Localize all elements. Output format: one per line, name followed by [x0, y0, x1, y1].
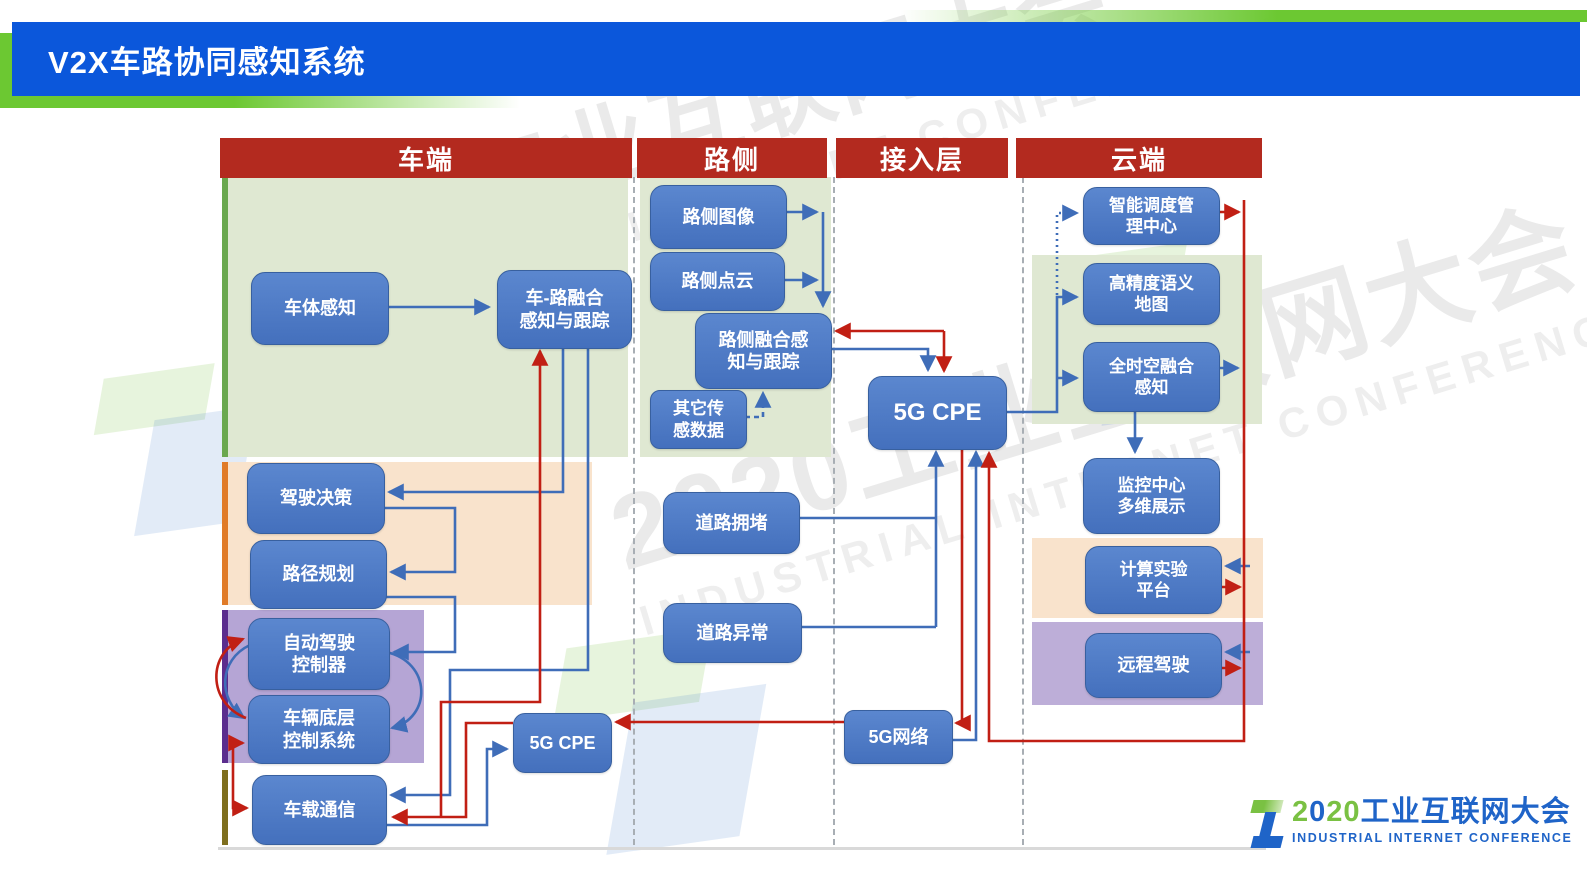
top-green-accent-strip — [900, 10, 1587, 22]
column-separator — [1022, 177, 1024, 845]
title-bar: V2X车路协同感知系统 — [12, 22, 1580, 96]
node-vehicle-low-level-control: 车辆底层 控制系统 — [248, 695, 390, 764]
left-green-accent-bar — [0, 96, 520, 108]
logo-cn-text: 工业互联网大会 — [1360, 796, 1571, 828]
node-road-anomaly: 道路异常 — [663, 603, 802, 663]
node-monitor-center: 监控中心 多维展示 — [1083, 458, 1220, 534]
column-header-cloud: 云端 — [1016, 138, 1262, 178]
logo-en-text: INDUSTRIAL INTERNET CONFERENCE — [1292, 831, 1573, 845]
node-roadside-pointcloud: 路侧点云 — [650, 252, 785, 311]
column-separator — [833, 177, 835, 845]
node-remote-driving: 远程驾驶 — [1085, 633, 1222, 698]
conference-logo-text: 2020工业互联网大会 INDUSTRIAL INTERNET CONFEREN… — [1292, 796, 1573, 846]
orange-stripe — [222, 462, 228, 605]
node-vehicle-perception: 车体感知 — [251, 272, 389, 345]
node-roadside-image: 路侧图像 — [650, 185, 787, 249]
left-green-accent-block — [0, 33, 13, 107]
green-stripe — [222, 177, 228, 457]
node-hd-map: 高精度语义 地图 — [1083, 263, 1220, 325]
node-ad-controller: 自动驾驶 控制器 — [248, 618, 390, 690]
node-vehicle-5g-cpe: 5G CPE — [513, 713, 612, 773]
node-dispatch-center: 智能调度管 理中心 — [1083, 187, 1220, 245]
conference-logo-icon — [1250, 798, 1292, 850]
node-computing-platform: 计算实验 平台 — [1085, 546, 1222, 614]
node-vehicle-road-fusion: 车-路融合 感知与跟踪 — [497, 270, 632, 349]
column-separator — [633, 177, 635, 845]
page-title: V2X车路协同感知系统 — [48, 44, 366, 80]
node-spatiotemporal-fusion: 全时空融合 感知 — [1083, 342, 1220, 412]
node-5g-network: 5G网络 — [844, 710, 953, 764]
olive-stripe — [222, 770, 228, 845]
column-header-vehicle: 车端 — [220, 138, 632, 178]
column-header-roadside: 路侧 — [637, 138, 827, 178]
node-roadside-fusion: 路侧融合感 知与跟踪 — [695, 313, 832, 389]
node-path-planning: 路径规划 — [250, 540, 387, 609]
node-access-5g-cpe: 5G CPE — [868, 376, 1007, 450]
node-vehicle-comm: 车载通信 — [252, 775, 387, 845]
node-other-sensor-data: 其它传 感数据 — [650, 390, 747, 449]
conference-logo: 2020工业互联网大会 INDUSTRIAL INTERNET CONFEREN… — [1250, 798, 1572, 850]
node-road-congestion: 道路拥堵 — [663, 492, 800, 554]
node-driving-decision: 驾驶决策 — [247, 463, 385, 534]
bottom-divider — [218, 847, 1266, 850]
column-header-access: 接入层 — [836, 138, 1008, 178]
